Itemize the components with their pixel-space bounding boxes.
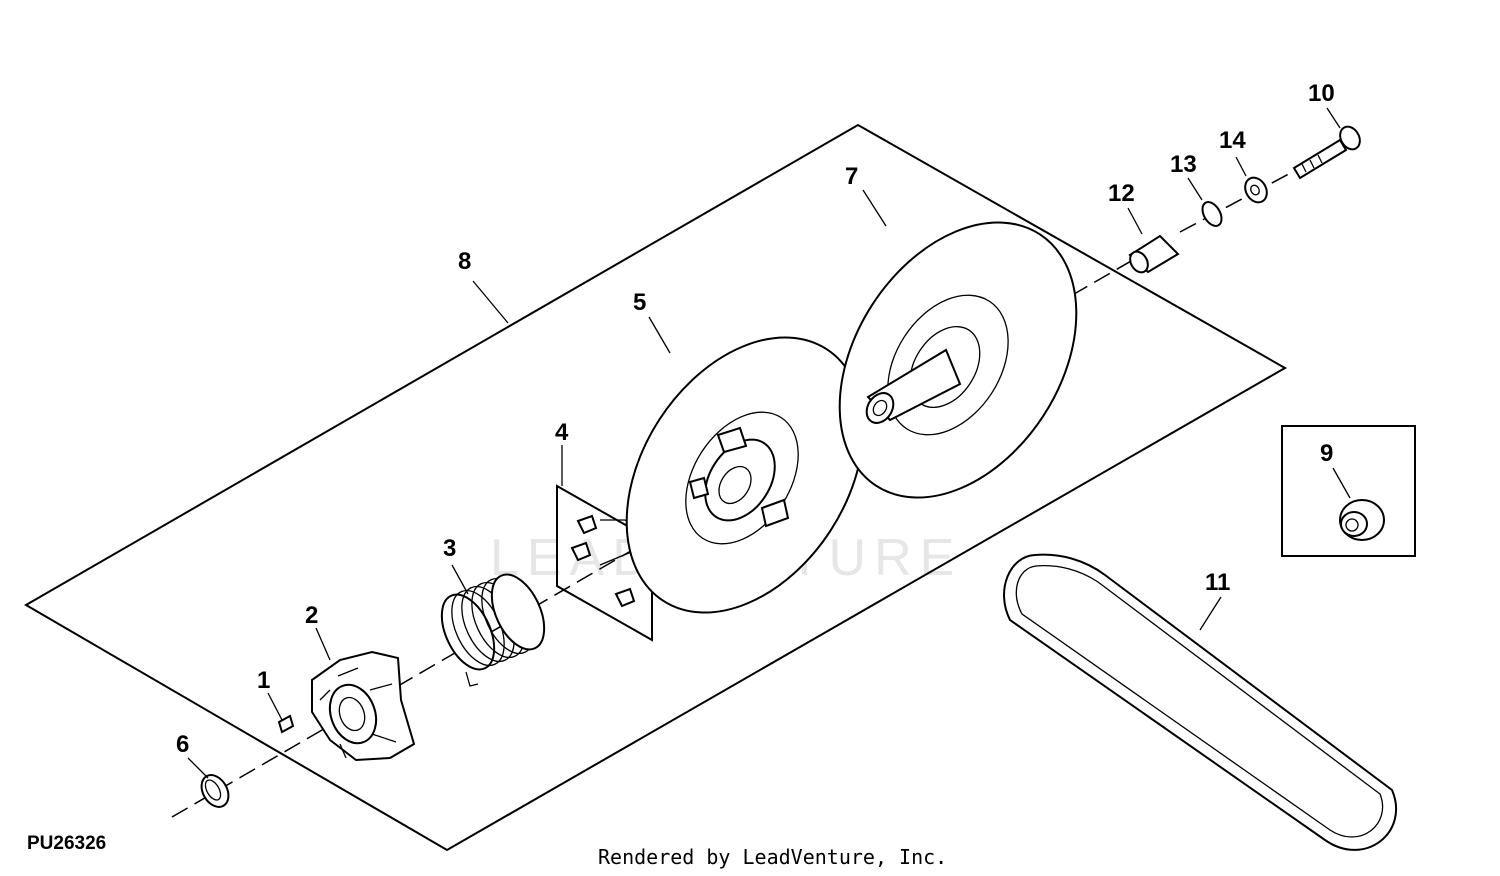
callout-12: 12 xyxy=(1108,180,1135,207)
drive-belt-part xyxy=(1003,553,1398,851)
footer-credit: Rendered by LeadVenture, Inc. xyxy=(598,845,947,869)
washer-part xyxy=(1244,176,1268,204)
spider-cover-part xyxy=(311,650,416,762)
spring-part xyxy=(440,573,546,687)
callout-9: 9 xyxy=(1320,440,1333,467)
callout-10: 10 xyxy=(1308,80,1335,107)
callout-8: 8 xyxy=(458,248,471,275)
callout-4: 4 xyxy=(555,419,569,446)
callout-14: 14 xyxy=(1219,127,1246,154)
movable-sheave-part xyxy=(625,336,865,614)
fixed-sheave-part xyxy=(838,221,1078,499)
callout-6: 6 xyxy=(176,731,189,758)
callout-3: 3 xyxy=(443,535,456,562)
callout-5: 5 xyxy=(633,289,646,316)
inset-box-item-9 xyxy=(1281,425,1416,557)
bolt-part xyxy=(1292,125,1361,180)
assembly-kit-outline xyxy=(24,123,1288,852)
snap-ring-part xyxy=(200,774,230,808)
pin-part xyxy=(277,714,295,734)
callout-7: 7 xyxy=(845,163,858,190)
bushing-part xyxy=(1128,234,1180,274)
callout-11: 11 xyxy=(1205,569,1230,596)
leader-lines xyxy=(187,107,1351,779)
slider-group-part xyxy=(556,484,662,642)
callout-1: 1 xyxy=(257,667,270,694)
callout-13: 13 xyxy=(1170,151,1197,178)
clip-part xyxy=(1201,201,1223,227)
figure-id: PU26326 xyxy=(27,833,106,854)
callout-2: 2 xyxy=(305,602,318,629)
